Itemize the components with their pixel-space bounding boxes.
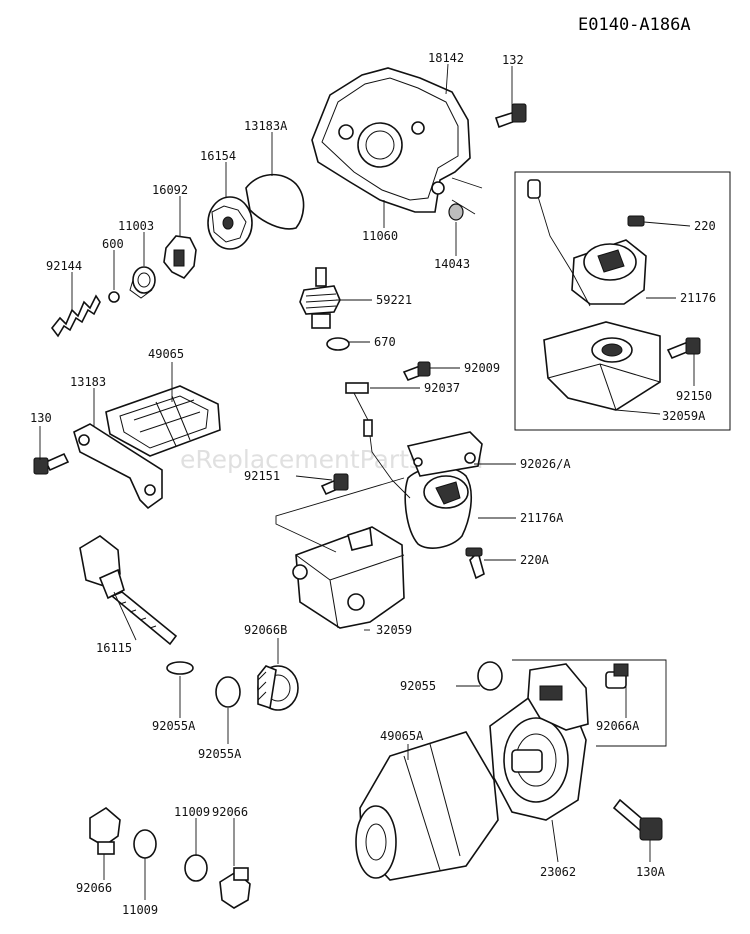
label-670: 670 (374, 335, 396, 349)
oil-filter-49065a-part (355, 731, 499, 881)
label-21176a: 21176A (520, 511, 564, 525)
cover-callout (451, 177, 483, 215)
label-130: 130 (30, 411, 52, 425)
part-labels: 18142 132 13183A 16154 16092 11003 600 9… (30, 51, 716, 917)
label-92009: 92009 (464, 361, 500, 375)
label-14043: 14043 (434, 257, 470, 271)
label-92066b: 92066B (244, 623, 287, 637)
label-21176: 21176 (680, 291, 716, 305)
label-13183: 13183 (70, 375, 106, 389)
inset-solenoid-21176-part (527, 179, 647, 307)
label-92066-left: 92066 (76, 881, 112, 895)
plate-13183-part (73, 423, 163, 510)
label-92066-right: 92066 (212, 805, 248, 819)
label-32059a: 32059A (662, 409, 706, 423)
bracket-callout (275, 477, 405, 553)
plug-92066a-part (605, 663, 629, 689)
label-92144: 92144 (46, 259, 82, 273)
label-92151: 92151 (244, 469, 280, 483)
diagram-code: E0140-A186A (578, 15, 691, 35)
wire-terminal-part (345, 382, 369, 394)
ring-670-part (326, 337, 350, 351)
filter-mount-frame (512, 659, 667, 747)
ring-92055-part (477, 661, 503, 691)
label-92055: 92055 (400, 679, 436, 693)
label-32059: 32059 (376, 623, 412, 637)
label-49065: 49065 (148, 347, 184, 361)
label-132: 132 (502, 53, 524, 67)
leader-lines (39, 63, 695, 900)
collar-14043-part (448, 203, 464, 221)
gasket-13183a-part (245, 173, 305, 230)
drain-plug-92066-b-part (219, 867, 251, 909)
rotor-16154-part (207, 196, 253, 250)
inset-frame (514, 171, 731, 431)
switch-59221-part (299, 267, 341, 329)
label-92150: 92150 (676, 389, 712, 403)
label-59221: 59221 (376, 293, 412, 307)
drain-plug-92066-part (89, 807, 121, 855)
label-600: 600 (102, 237, 124, 251)
inset-bolt-92150-part (666, 337, 701, 360)
strainer-49065-part (105, 385, 221, 457)
washer-11009-bottom-part (133, 829, 157, 859)
bracket-32059-part (292, 526, 405, 629)
label-11003: 11003 (118, 219, 154, 233)
label-92026a: 92026/A (520, 457, 571, 471)
label-11009-bottom: 11009 (122, 903, 158, 917)
bolt-130a-part (612, 798, 663, 841)
screw-220a-part (465, 547, 485, 580)
bolt-92151-part (320, 473, 349, 496)
dipstick-16115-part (79, 535, 178, 646)
bolt-130-part (33, 452, 70, 475)
label-220a: 220A (520, 553, 550, 567)
label-92056a: 92055A (152, 719, 196, 733)
bolt-132-part (494, 103, 527, 129)
spring-92144-part (50, 294, 101, 338)
rotor-16092-part (163, 235, 197, 279)
label-11060: 11060 (362, 229, 398, 243)
label-23062: 23062 (540, 865, 576, 879)
washer-11009-top-part (184, 854, 208, 882)
label-92037: 92037 (424, 381, 460, 395)
label-16092: 16092 (152, 183, 188, 197)
label-220: 220 (694, 219, 716, 233)
ball-600-part (108, 291, 120, 303)
wire-connector-part (363, 419, 373, 437)
label-92055a: 92055A (198, 747, 242, 761)
label-11009-top: 11009 (174, 805, 210, 819)
oil-pump-cover-part (311, 67, 471, 213)
bushing-11003-part (129, 266, 156, 299)
ring-92055a-part (215, 676, 241, 708)
inset-bracket-32059a-part (543, 321, 661, 411)
bolt-92009-part (402, 361, 431, 382)
label-16115: 16115 (96, 641, 132, 655)
ring-92056a-part (166, 661, 194, 675)
switch-wire-part (353, 392, 411, 499)
label-130a: 130A (636, 865, 666, 879)
plug-92066b-part (257, 665, 299, 711)
label-16154: 16154 (200, 149, 236, 163)
solenoid-21176a-part (404, 431, 483, 549)
filter-bracket-23062-part (489, 663, 589, 821)
label-13183a: 13183A (244, 119, 288, 133)
label-49065a: 49065A (380, 729, 424, 743)
label-92066a: 92066A (596, 719, 640, 733)
label-18142: 18142 (428, 51, 464, 65)
